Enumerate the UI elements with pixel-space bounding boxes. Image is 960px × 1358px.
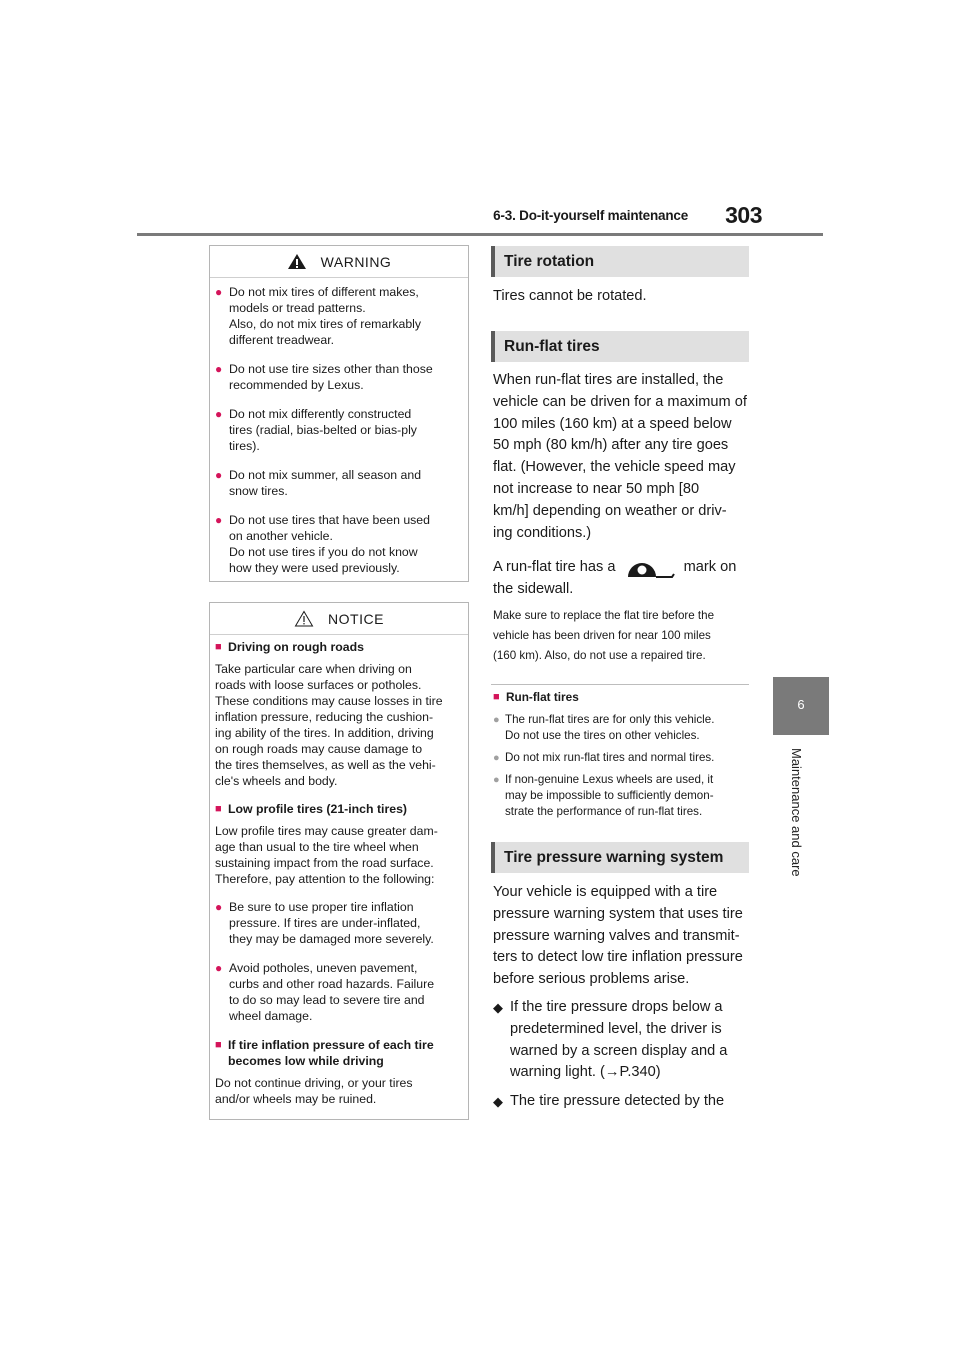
heading-tire-rotation: Tire rotation xyxy=(491,246,749,277)
notice-paragraph: Low profile tires may cause greater dam-… xyxy=(215,824,438,886)
notice-item: Avoid potholes, uneven pavement,curbs an… xyxy=(215,960,461,1024)
notice-title: NOTICE xyxy=(328,610,384,627)
notice-subtitle: Low profile tires (21-inch tires) xyxy=(215,801,461,817)
notice-subtitle: If tire inflation pressure of each tireb… xyxy=(215,1037,461,1069)
replace-note: Make sure to replace the flat tire befor… xyxy=(493,609,715,662)
warning-item: Do not mix differently constructedtires … xyxy=(215,406,461,454)
warning-item: Do not use tire sizes other than thosere… xyxy=(215,361,461,393)
warning-icon xyxy=(287,254,306,269)
notice-item: Be sure to use proper tire inflationpres… xyxy=(215,899,461,947)
section-title: 6-3. Do-it-yourself maintenance xyxy=(493,208,688,223)
note-rule xyxy=(491,684,749,685)
note-item: The run-flat tires are for only this veh… xyxy=(493,712,755,744)
page-number: 303 xyxy=(725,202,762,228)
warning-box: WARNING Do not mix tires of different ma… xyxy=(209,245,469,582)
notice-subtitle: Driving on rough roads xyxy=(215,639,461,655)
header-rule xyxy=(137,233,823,236)
warning-header: WARNING xyxy=(210,246,468,278)
run-flat-mark-icon xyxy=(627,563,675,578)
caution-icon xyxy=(294,610,314,627)
chapter-number: 6 xyxy=(797,697,805,712)
heading-run-flat: Run-flat tires xyxy=(491,331,749,362)
tpws-bullet: If the tire pressure drops below apredet… xyxy=(493,997,755,1084)
chapter-label: Maintenance and care xyxy=(789,748,804,877)
run-flat-notes: Run-flat tires The run-flat tires are fo… xyxy=(493,689,755,826)
heading-tpws: Tire pressure warning system xyxy=(491,842,749,873)
note-item: Do not mix run-flat tires and normal tir… xyxy=(493,750,755,766)
tire-rotation-text: Tires cannot be rotated. xyxy=(493,288,647,304)
notice-box: NOTICE Driving on rough roads Take parti… xyxy=(209,602,469,1120)
warning-item: Do not mix tires of different makes,mode… xyxy=(215,284,461,348)
warning-title: WARNING xyxy=(320,253,392,270)
tpws-bullet: The tire pressure detected by the xyxy=(493,1091,755,1113)
notice-header: NOTICE xyxy=(210,603,468,635)
chapter-tab xyxy=(773,677,829,735)
note-item: If non-genuine Lexus wheels are used, it… xyxy=(493,772,755,820)
run-flat-mark-paragraph: A run-flat tire has a mark on the sidewa… xyxy=(493,556,755,600)
note-title: Run-flat tires xyxy=(493,689,755,705)
chapter-label-wrap: Maintenance and care xyxy=(788,748,804,898)
